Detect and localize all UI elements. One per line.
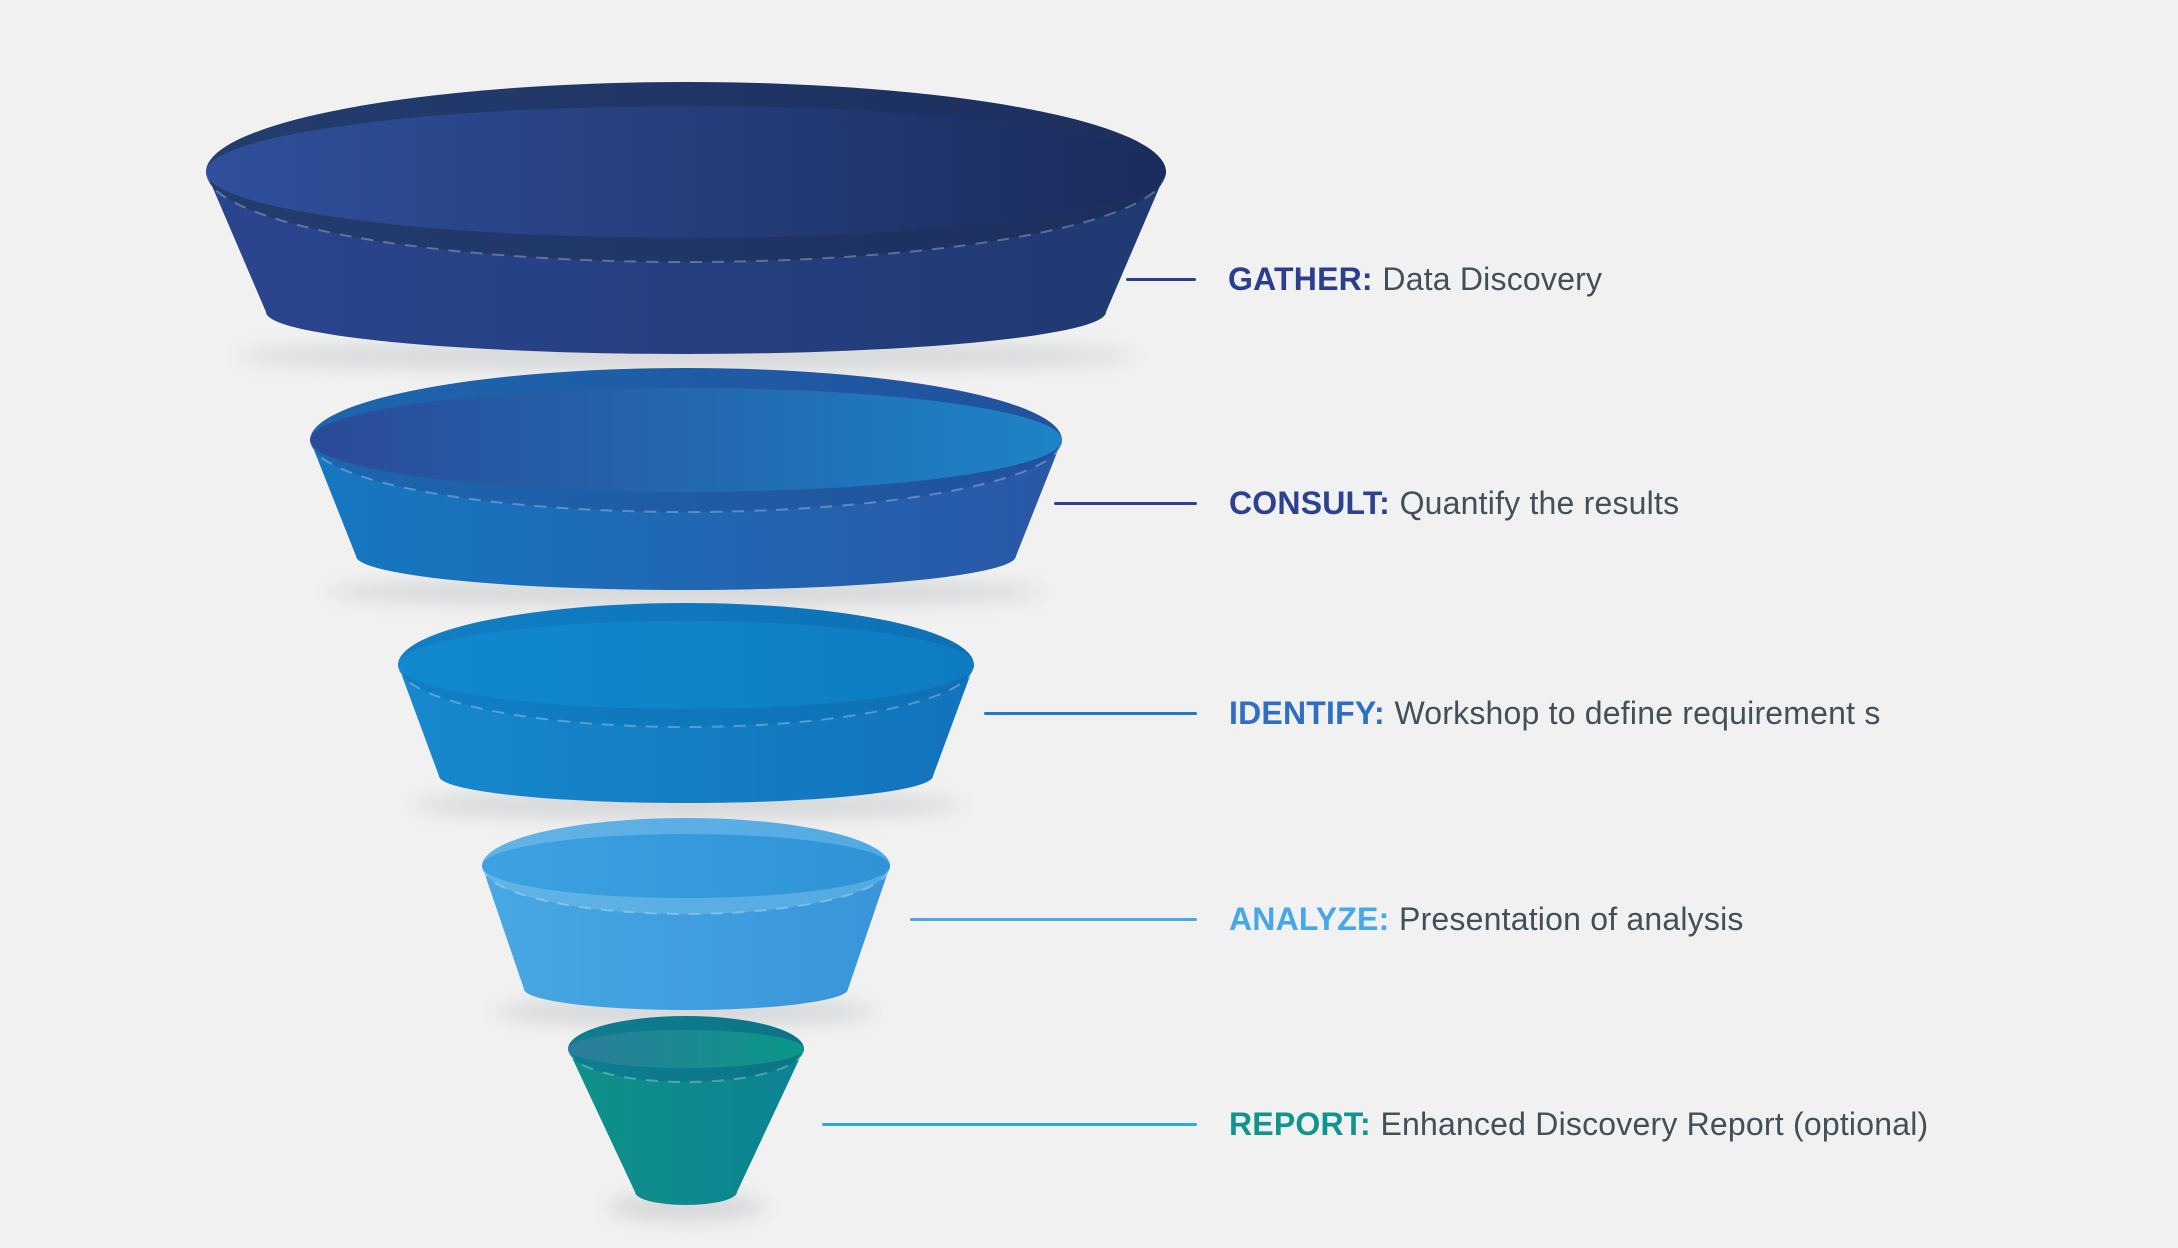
leader-line-analyze bbox=[910, 917, 1197, 921]
stage-label-text: IDENTIFY:Workshop to define requirement … bbox=[1229, 695, 1881, 732]
funnel-segment-3 bbox=[481, 818, 891, 1027]
stage-description: Presentation of analysis bbox=[1399, 900, 1744, 937]
stage-keyword: GATHER: bbox=[1228, 260, 1373, 297]
stage-label-text: GATHER:Data Discovery bbox=[1228, 261, 1602, 298]
stage-label-text: ANALYZE:Presentation of analysis bbox=[1229, 901, 1744, 938]
leader-line-identify bbox=[984, 711, 1197, 715]
funnel-segment-4 bbox=[567, 1016, 805, 1222]
stage-description: Enhanced Discovery Report (optional) bbox=[1380, 1105, 1929, 1142]
stage-label-analyze: ANALYZE:Presentation of analysis bbox=[910, 897, 1744, 941]
leader-line-consult bbox=[1054, 501, 1197, 505]
stage-description: Quantify the results bbox=[1399, 484, 1680, 521]
funnel-segment-2 bbox=[397, 603, 975, 820]
stage-description: Workshop to define requirement s bbox=[1394, 694, 1881, 731]
stage-label-report: REPORT:Enhanced Discovery Report (option… bbox=[822, 1102, 1928, 1146]
funnel-segment-1 bbox=[309, 368, 1063, 607]
funnel-segment-0 bbox=[205, 82, 1167, 371]
stage-label-consult: CONSULT:Quantify the results bbox=[1054, 481, 1679, 525]
stage-keyword: IDENTIFY: bbox=[1229, 694, 1385, 731]
stage-description: Data Discovery bbox=[1382, 260, 1603, 297]
stage-keyword: REPORT: bbox=[1229, 1105, 1371, 1142]
stage-keyword: CONSULT: bbox=[1229, 484, 1390, 521]
stage-keyword: ANALYZE: bbox=[1229, 900, 1390, 937]
stage-label-gather: GATHER:Data Discovery bbox=[1126, 257, 1602, 301]
stage-label-text: REPORT:Enhanced Discovery Report (option… bbox=[1229, 1106, 1928, 1143]
leader-line-report bbox=[822, 1122, 1197, 1126]
stage-label-identify: IDENTIFY:Workshop to define requirement … bbox=[984, 691, 1881, 735]
stage-label-text: CONSULT:Quantify the results bbox=[1229, 485, 1679, 522]
leader-line-gather bbox=[1126, 277, 1196, 281]
